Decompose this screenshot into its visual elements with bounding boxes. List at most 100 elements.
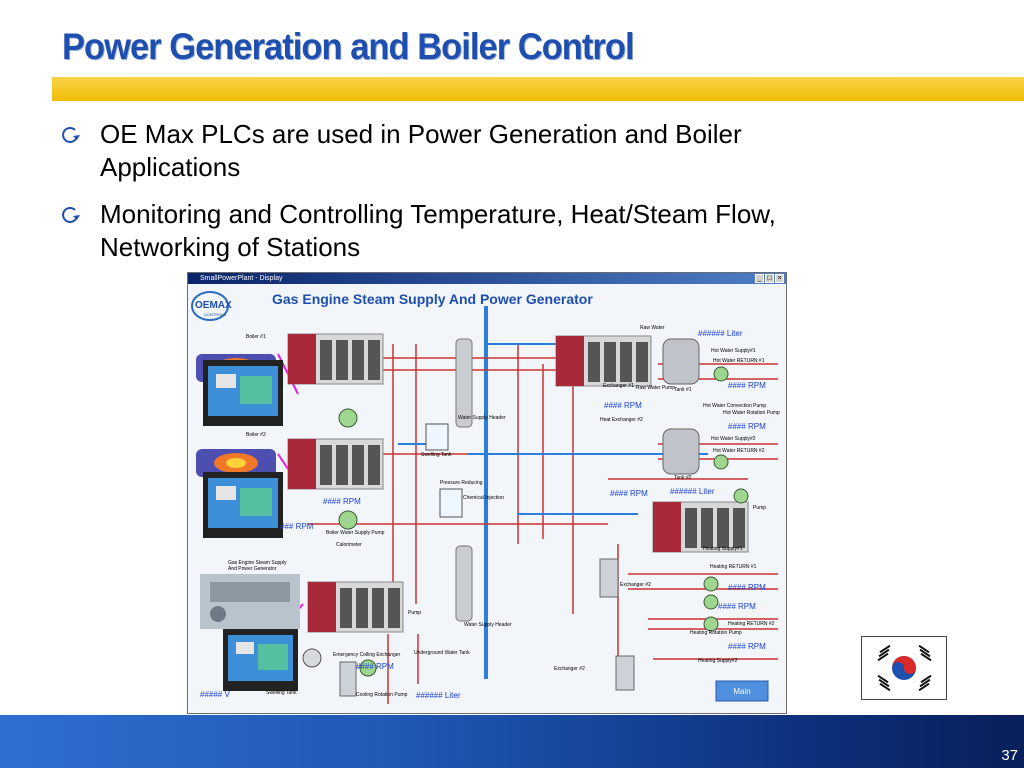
pump-icon[interactable] (338, 510, 358, 530)
label-hot-water-rotation-pump: Hot Water Rotation Pump (723, 410, 780, 416)
swelling-tank-2 (302, 648, 322, 668)
footer-bar: 37 (0, 715, 1024, 768)
label-tank2: Tank #2 (674, 475, 692, 481)
hmi-window-titlebar: SmallPowerPlant - Display _ □ × (188, 273, 786, 284)
bullet-arrow-icon (62, 207, 80, 223)
minimize-icon[interactable]: _ (755, 274, 764, 283)
readout-rpm-hw2: #### RPM (728, 422, 766, 431)
bullet-2-line-1: Monitoring and Controlling Temperature, … (100, 199, 776, 229)
pump-icon[interactable] (703, 616, 719, 632)
label-pump: Pump (753, 505, 766, 511)
water-supply-header-column (455, 338, 473, 428)
readout-rpm-left: ### RPM (280, 522, 314, 531)
slide-title: Power Generation and Boiler Control (62, 26, 635, 67)
hmi-panel-3 (223, 629, 298, 691)
readout-rpm-boiler: #### RPM (323, 497, 361, 506)
boiler-2 (196, 449, 276, 477)
label-boiler1: Boiler #1 (246, 334, 266, 340)
pump-icon[interactable] (713, 366, 729, 382)
readout-liter-bottom: ###### Liter (416, 691, 461, 700)
water-supply-header-column-2 (455, 545, 473, 622)
plc-rack-3 (307, 581, 404, 633)
pump-icon[interactable] (359, 659, 377, 677)
tank-2 (662, 428, 700, 475)
chemical-injection-tank (439, 488, 463, 518)
label-exchanger1: Exchanger #1 (603, 383, 634, 389)
readout-rpm-cool: #### RPM (356, 662, 394, 671)
logo-text: OEMAX (195, 300, 232, 311)
label-hot-water-return2: Hot Water RETURN #2 (713, 448, 765, 454)
label-tank1: Tank #1 (674, 387, 692, 393)
label-gas-engine-1: Gas Engine Steam Supply (228, 560, 287, 566)
label-swelling-tank: Swelling Tank (421, 452, 452, 458)
hmi-panel-2 (203, 472, 283, 538)
main-button[interactable]: Main (715, 680, 769, 702)
label-hot-water-supply1: Hot Water Supply#1 (711, 348, 756, 354)
pump-icon[interactable] (338, 408, 358, 428)
hmi-screenshot: SmallPowerPlant - Display _ □ × OEMAX CO… (187, 272, 787, 714)
tank-1 (662, 338, 700, 385)
exchanger-2b (615, 655, 635, 691)
readout-liter-top: ###### Liter (698, 329, 743, 338)
plc-rack-5 (652, 501, 749, 553)
page-number: 37 (1001, 747, 1018, 764)
label-boiler-water-supply-pump: Boiler Water Supply Pump (326, 530, 385, 536)
swelling-tank (425, 423, 449, 451)
readout-rpm-h2: #### RPM (718, 602, 756, 611)
label-calorimeter: Calorimeter (336, 542, 362, 548)
plc-rack-1 (287, 333, 384, 385)
pump-icon[interactable] (703, 594, 719, 610)
label-heating-return2: Heating RETURN #2 (728, 621, 775, 627)
readout-rpm-h3: #### RPM (728, 642, 766, 651)
readout-rpm-hw1: #### RPM (728, 381, 766, 390)
oemax-logo: OEMAX CONTROLS (191, 291, 232, 321)
title-underline-bar (52, 77, 1024, 101)
hmi-window-title: SmallPowerPlant - Display (200, 275, 283, 282)
label-emergency-cooling-exchanger: Emergency Colling Exchanger (333, 652, 401, 658)
maximize-icon[interactable]: □ (765, 274, 774, 283)
pump-icon[interactable] (733, 488, 749, 504)
label-water-supply-header-2: Water Supply Header (464, 622, 512, 628)
label-chemical-injection: Chemical Injection (463, 495, 504, 501)
readout-rpm-h1: #### RPM (728, 583, 766, 592)
bullet-2: Monitoring and Controlling Temperature, … (60, 198, 980, 264)
label-water-supply-header: Water Supply Header (458, 415, 506, 421)
main-button-label[interactable]: Main (733, 687, 750, 696)
label-gas-engine-2: And Power Generator (228, 566, 277, 572)
readout-rpm-mid: #### RPM (610, 489, 648, 498)
label-boiler2: Boiler #2 (246, 432, 266, 438)
readout-liter-mid: ###### Liter (670, 487, 715, 496)
emergency-cooling-exchanger (339, 661, 357, 697)
bullet-arrow-icon (62, 127, 80, 143)
korea-flag (861, 636, 947, 700)
label-exchanger-2a: Exchanger #2 (620, 582, 651, 588)
bullet-1-line-1: OE Max PLCs are used in Power Generation… (100, 119, 742, 149)
label-underground-water-tank: Underground Water Tank (414, 650, 470, 656)
window-controls: _ □ × (755, 274, 784, 283)
label-heating-supply2: Heating Supply#2 (698, 658, 738, 664)
label-raw-water-pump: Raw Water Pump (636, 385, 675, 391)
label-swelling-tank-2: Swelling Tank (266, 690, 297, 696)
gas-engine (200, 574, 300, 629)
hmi-panel-1 (203, 360, 283, 426)
pump-icon[interactable] (713, 454, 729, 470)
exchanger-2a (599, 558, 619, 598)
close-icon[interactable]: × (775, 274, 784, 283)
bullet-1-line-2: Applications (100, 152, 241, 182)
pump-icon[interactable] (703, 576, 719, 592)
label-heating-rotation-pump: Heating Rotation Pump (690, 630, 742, 636)
label-cooling-rotation-pump: Cooling Rotation Pump (356, 692, 408, 698)
label-pressure-reducing: Pressure Reducing (440, 480, 483, 486)
readout-volt: ##### V (200, 690, 230, 699)
bullet-2-line-2: Networking of Stations (100, 232, 361, 262)
bullet-1: OE Max PLCs are used in Power Generation… (60, 118, 980, 184)
label-hot-water-return1: Hot Water RETURN #1 (713, 358, 765, 364)
label-heating-return1: Heating RETURN #1 (710, 564, 757, 570)
readouts: ###### Liter #### RPM #### RPM #### RPM … (200, 329, 766, 700)
label-raw-water: Raw Water (640, 325, 665, 331)
korea-flag-icon (862, 637, 946, 699)
label-exchanger-2b: Exchanger #2 (554, 666, 585, 672)
label-hot-water-supply2: Hot Water Supply#2 (711, 436, 756, 442)
label-hot-water-convection-pump: Hot Water Convection Pump (703, 403, 766, 409)
pumps (338, 366, 749, 677)
